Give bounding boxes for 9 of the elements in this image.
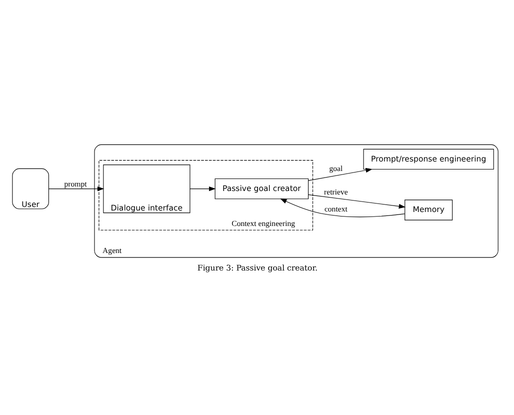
edge-label: retrieve: [324, 187, 348, 196]
arrow: [280, 198, 404, 218]
arrow: [308, 194, 406, 209]
edge-label: prompt: [64, 180, 86, 189]
arrow: [189, 186, 216, 192]
edge-label: context: [324, 204, 347, 214]
edge-label: goal: [328, 164, 342, 174]
arrow: [308, 168, 372, 181]
arrow: [48, 186, 104, 192]
